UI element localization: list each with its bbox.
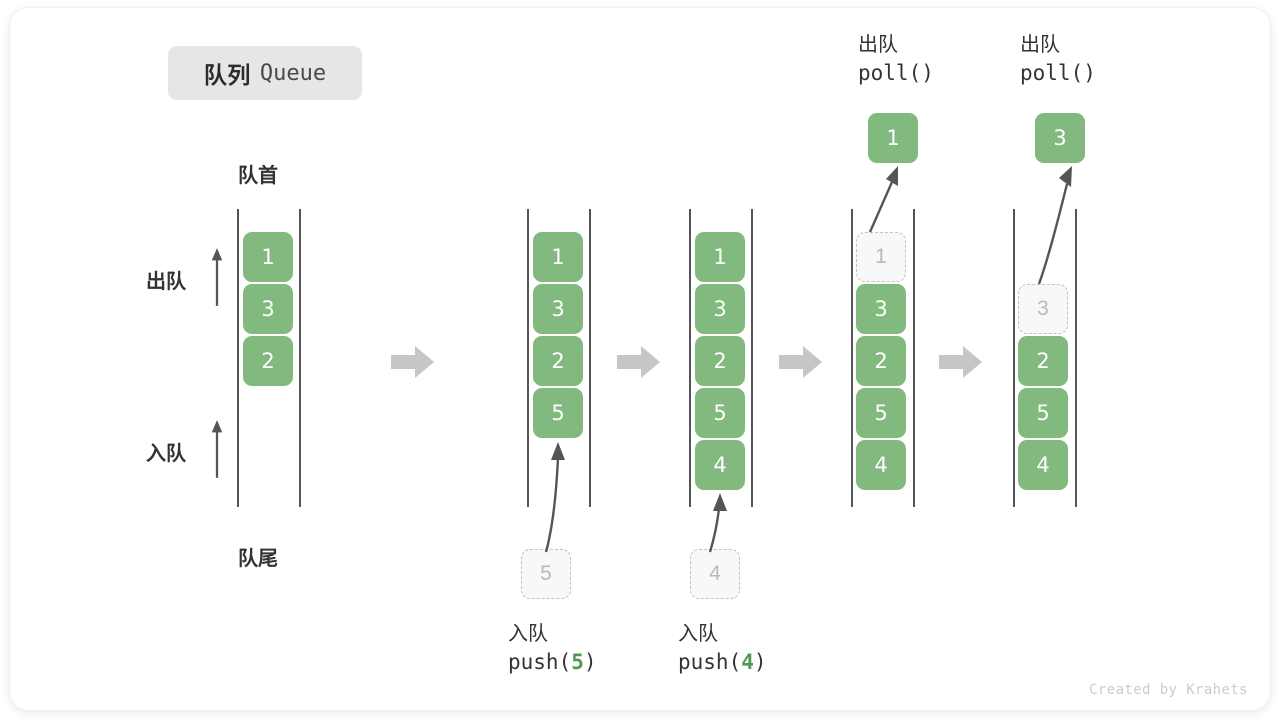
push-code-arg: 4	[741, 650, 754, 675]
queue-cell: 4	[856, 440, 906, 490]
title-cn: 队列	[203, 62, 251, 88]
rail-right	[751, 209, 753, 507]
outgoing-ghost-cell: 3	[1018, 284, 1068, 334]
push-motion-arrow-icon	[708, 493, 727, 553]
poll-caption-cn: 出队	[858, 34, 898, 56]
flow-arrow-icon	[391, 346, 434, 378]
poll-caption-code: poll()	[858, 61, 934, 86]
flow-arrow-icon	[939, 346, 982, 378]
front-label: 队首	[238, 165, 278, 187]
enqueue-direction-label: 入队	[146, 443, 186, 465]
flow-arrow-icon	[779, 346, 822, 378]
queue-cell: 3	[533, 284, 583, 334]
poll-motion-arrow-icon	[1037, 166, 1072, 285]
rail-left	[1013, 209, 1015, 507]
rail-right	[589, 209, 591, 507]
queue-cell: 5	[1018, 388, 1068, 438]
push-code-suffix: )	[753, 650, 767, 675]
push-caption-code: push(4)	[678, 648, 767, 678]
push-code-prefix: push(	[678, 650, 742, 675]
popped-cell: 3	[1035, 113, 1085, 163]
flow-arrow-icon	[617, 346, 660, 378]
push-code-suffix: )	[583, 650, 597, 675]
push-code-arg: 5	[571, 650, 584, 675]
outgoing-ghost-cell: 1	[856, 232, 906, 282]
queue-cell: 2	[243, 336, 293, 386]
queue-cell: 1	[243, 232, 293, 282]
push-caption: 入队 push(4)	[678, 620, 767, 678]
push-caption: 入队 push(5)	[508, 620, 597, 678]
dequeue-direction-label: 出队	[146, 271, 186, 293]
title-en: Queue	[259, 60, 327, 86]
rail-left	[689, 209, 691, 507]
poll-caption: 出队 poll()	[1020, 31, 1096, 89]
push-caption-code: push(5)	[508, 648, 597, 678]
rail-right	[1075, 209, 1077, 507]
poll-caption-code: poll()	[1020, 61, 1096, 86]
poll-motion-arrow-icon	[868, 166, 898, 233]
queue-cell: 3	[243, 284, 293, 334]
queue-cell: 3	[856, 284, 906, 334]
incoming-ghost-cell: 4	[690, 549, 740, 599]
queue-cell: 2	[533, 336, 583, 386]
queue-cell: 5	[856, 388, 906, 438]
queue-cell: 5	[695, 388, 745, 438]
push-caption-cn: 入队	[508, 623, 548, 645]
rail-left	[527, 209, 529, 507]
queue-cell: 3	[695, 284, 745, 334]
poll-caption: 出队 poll()	[858, 31, 934, 89]
push-caption-cn: 入队	[678, 623, 718, 645]
dequeue-direction-arrow-icon	[211, 248, 223, 306]
queue-cell: 1	[695, 232, 745, 282]
title-badge: 队列 Queue	[168, 46, 362, 100]
popped-cell: 1	[868, 113, 918, 163]
rail-right	[299, 209, 301, 507]
poll-caption-cn: 出队	[1020, 34, 1060, 56]
queue-cell: 2	[695, 336, 745, 386]
queue-cell: 2	[1018, 336, 1068, 386]
queue-cell: 4	[1018, 440, 1068, 490]
incoming-ghost-cell: 5	[521, 549, 571, 599]
push-code-prefix: push(	[508, 650, 572, 675]
queue-cell: 5	[533, 388, 583, 438]
rail-left	[851, 209, 853, 507]
queue-cell: 1	[533, 232, 583, 282]
rail-left	[237, 209, 239, 507]
enqueue-direction-arrow-icon	[211, 420, 223, 478]
watermark: Created by Krahets	[1089, 682, 1248, 698]
rear-label: 队尾	[238, 548, 278, 570]
queue-cell: 4	[695, 440, 745, 490]
push-motion-arrow-icon	[544, 442, 565, 553]
queue-cell: 2	[856, 336, 906, 386]
rail-right	[913, 209, 915, 507]
